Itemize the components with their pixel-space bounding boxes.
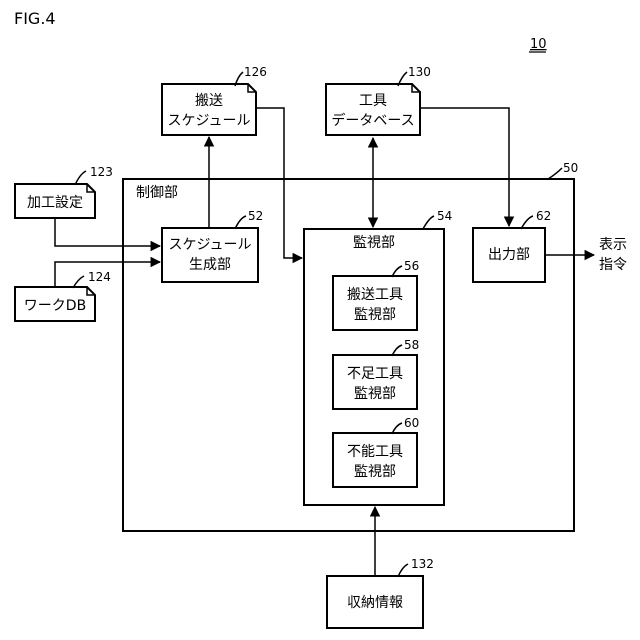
machining-settings-node: 加工設定 123 [15, 165, 113, 218]
storage-info-node: 収納情報 132 [327, 557, 434, 628]
monitoring-unit-ref: 54 [437, 209, 452, 223]
control-unit-label: 制御部 [136, 185, 178, 201]
unusable-tool-monitor-line2: 監視部 [354, 463, 396, 480]
transport-schedule-ref: 126 [244, 65, 267, 79]
schedule-generator-line2: 生成部 [189, 257, 231, 273]
tool-db-line2: データベース [331, 112, 414, 129]
schedule-generator-ref: 52 [248, 209, 263, 223]
monitoring-unit-label: 監視部 [353, 234, 395, 251]
storage-info-label: 収納情報 [347, 595, 403, 611]
transport-schedule-line1: 搬送 [195, 93, 223, 109]
shortage-tool-monitor-ref: 58 [404, 338, 419, 352]
work-db-label: ワークDB [24, 298, 86, 314]
display-command-line1: 表示 [599, 237, 627, 253]
shortage-tool-monitor-line1: 不足工具 [347, 366, 403, 382]
display-command-line2: 指令 [599, 257, 627, 273]
shortage-tool-monitor-line2: 監視部 [354, 385, 396, 402]
work-db-node: ワークDB 124 [15, 270, 111, 321]
tool-db-ref: 130 [408, 65, 431, 79]
machining-settings-label: 加工設定 [27, 195, 83, 211]
figure-ref-number: 10 [530, 37, 547, 52]
unusable-tool-monitor-line1: 不能工具 [347, 444, 403, 460]
unusable-tool-monitor-ref: 60 [404, 416, 419, 430]
work-db-ref: 124 [88, 270, 111, 284]
transport-tool-monitor-line1: 搬送工具 [347, 287, 403, 303]
transport-tool-monitor-ref: 56 [404, 259, 419, 273]
output-unit-ref: 62 [536, 209, 551, 223]
tool-db-node: 工具 データベース 130 [326, 65, 431, 135]
tool-db-line1: 工具 [359, 93, 387, 109]
transport-tool-monitor-line2: 監視部 [354, 306, 396, 323]
transport-schedule-node: 搬送 スケジュール 126 [162, 65, 267, 135]
schedule-generator-line1: スケジュール [168, 237, 251, 253]
transport-schedule-line2: スケジュール [167, 113, 250, 129]
machining-settings-ref: 123 [90, 165, 113, 179]
figure-label: FIG.4 [14, 9, 56, 28]
output-unit-label: 出力部 [488, 247, 530, 263]
control-unit-ref: 50 [563, 161, 578, 175]
storage-info-ref: 132 [411, 557, 434, 571]
